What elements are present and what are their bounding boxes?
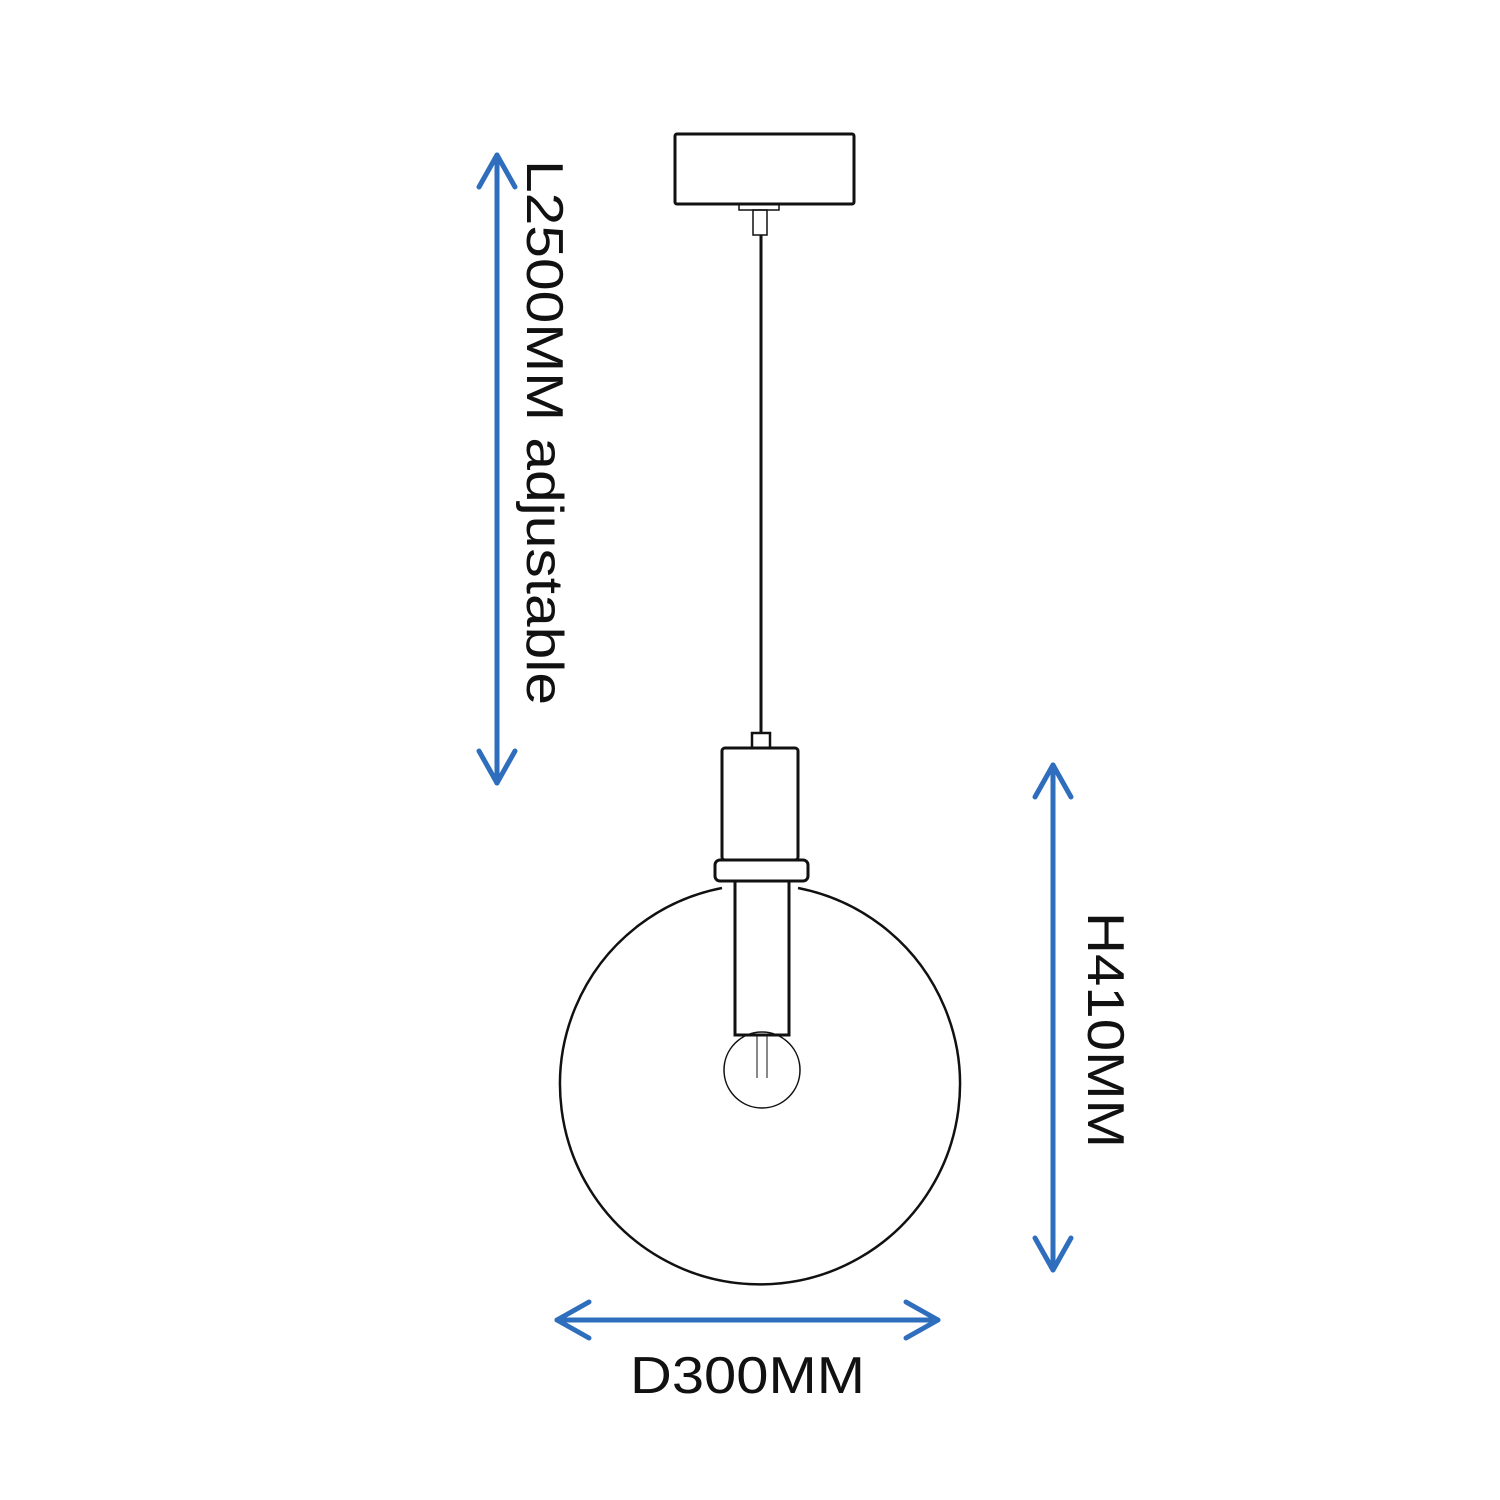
diameter-arrow	[554, 1299, 941, 1341]
lamp-drawing	[558, 132, 962, 1286]
light-bulb	[723, 1031, 801, 1109]
glass-globe	[558, 886, 962, 1286]
dimension-arrows	[476, 152, 1074, 1341]
holder-cap	[750, 731, 772, 750]
lamp-holder-upper	[720, 746, 800, 862]
cable-length-label: L2500MM adjustable	[515, 160, 573, 705]
height-arrow	[1032, 762, 1074, 1273]
height-label: H410MM	[1076, 912, 1134, 1148]
ceiling-canopy	[673, 132, 856, 206]
length-arrow	[476, 152, 518, 786]
lamp-holder-tube	[733, 879, 791, 1037]
lamp-holder-ring	[713, 858, 810, 883]
diameter-label: D300MM	[630, 1347, 865, 1405]
cord-grip	[752, 209, 768, 236]
